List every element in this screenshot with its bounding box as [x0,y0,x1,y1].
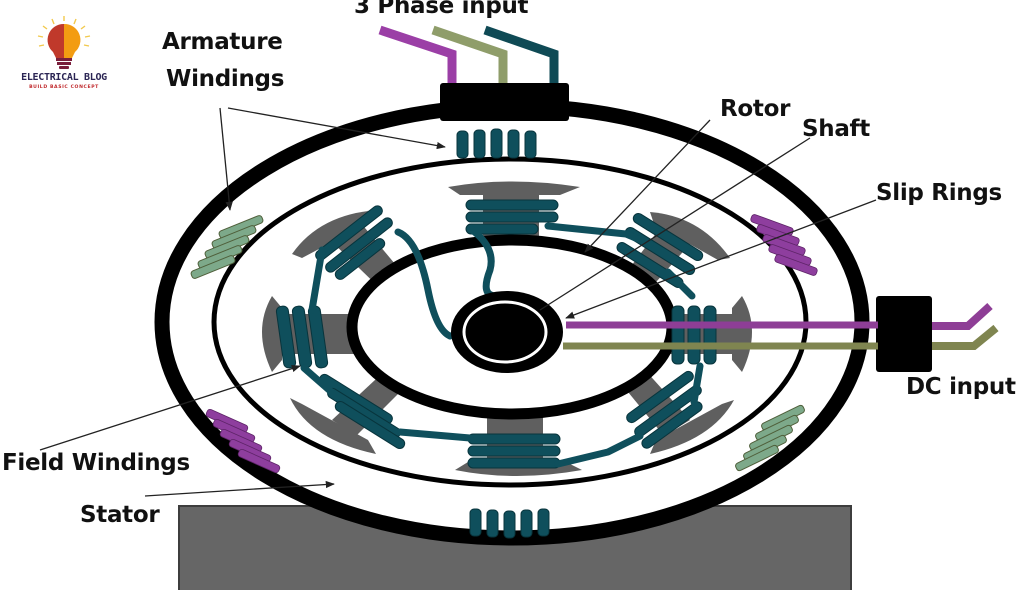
logo-title: ELECTRICAL BLOG [21,72,107,83]
label-armature-windings-line1: Armature [162,29,283,55]
armature-group-lower-right [735,404,805,472]
phase-c-wire [483,25,559,85]
armature-windings [190,128,818,539]
leader-lines [39,107,877,497]
armature-arrow-2 [219,107,233,211]
armature-arrow-1 [227,107,446,150]
rotor-arrow [584,119,711,253]
shaft-assembly [451,291,563,373]
shaft [468,306,542,358]
shaft-arrow [539,137,811,311]
label-three-phase-input: 3 Phase input [354,0,529,19]
label-rotor: Rotor [720,96,791,122]
phase-a-wire [378,25,457,85]
logo-subtitle: BUILD BASIC CONCEPT [29,85,99,90]
top-terminal-box [440,83,569,121]
armature-group-upper-right [750,214,818,276]
dc-positive-wire-out [932,303,993,330]
brain-lightbulb-icon [37,16,91,69]
slip-ring [462,300,548,364]
armature-group-lower-left [205,408,281,474]
label-slip-rings: Slip Rings [876,180,1002,206]
label-shaft: Shaft [802,116,870,142]
slip-rings-arrow [565,199,877,319]
stator-arrow [144,480,335,497]
label-armature-windings-line2: Windings [166,66,285,92]
armature-group-upper-left [190,215,264,279]
label-dc-input: DC input [906,374,1016,400]
electrical-blog-logo: ELECTRICAL BLOG BUILD BASIC CONCEPT [16,14,112,96]
armature-group-top [456,128,537,159]
label-field-windings: Field Windings [2,450,190,476]
armature-group-bottom [469,508,550,539]
right-terminal-box [876,296,932,372]
dc-negative-wire-out [932,324,999,350]
three-phase-terminal [378,25,569,121]
field-windings [275,199,717,469]
label-stator: Stator [80,502,160,528]
field-windings-arrow [39,365,301,451]
phase-b-wire [431,25,508,85]
dc-terminal [876,296,999,372]
